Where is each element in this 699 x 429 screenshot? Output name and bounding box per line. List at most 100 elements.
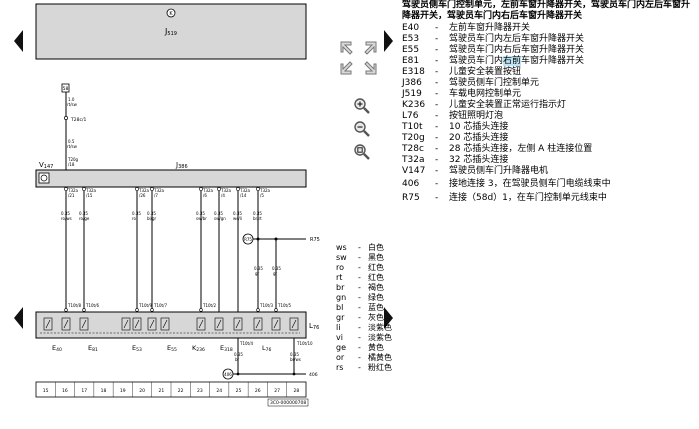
switch-symbol-2: [79, 317, 89, 331]
wire-gr-size: 0.35: [254, 266, 263, 271]
connector-t28c: T28c/1: [70, 117, 86, 123]
wire-color-1: ro/ge: [79, 216, 90, 221]
wire-size-4: 0.35: [196, 211, 205, 216]
pan-up-right-icon[interactable]: [360, 38, 380, 58]
legend-desc: 28 芯插头连接，左侧 A 柱连接位置: [449, 144, 593, 154]
doc-code: 3C0-000000708: [270, 400, 306, 406]
wire-gr2-color: gr: [273, 271, 278, 276]
prev-page-arrow-bottom-icon[interactable]: [14, 307, 23, 329]
color-dash: -: [358, 333, 361, 342]
connector-top-pin-5: /4: [221, 193, 225, 198]
color-key-row: gn-绿色: [336, 293, 392, 303]
legend-row-e81: E81-驾驶员车门内右前车窗升降器开关: [402, 56, 698, 67]
pan-up-left-icon[interactable]: [337, 38, 357, 58]
connector-top-pin-1: /15: [86, 193, 93, 198]
k-marker-icon: [166, 8, 176, 18]
fuse-wire-lower-size: 0.5: [68, 139, 75, 144]
wire-color-7: br/rt: [253, 216, 262, 221]
color-name: 淡紫色: [368, 333, 392, 342]
color-key-row: bl-蓝色: [336, 303, 392, 313]
prev-page-arrow-icon[interactable]: [14, 30, 23, 52]
highlighted-text[interactable]: 右前: [503, 56, 522, 66]
wire-size-1: 0.35: [79, 211, 88, 216]
legend-desc: 儿童安全装置按钮: [449, 67, 522, 77]
pan-down-right-icon[interactable]: [360, 58, 380, 78]
color-code: ro: [336, 263, 345, 272]
color-dash: -: [358, 323, 361, 332]
color-code: rs: [336, 363, 344, 372]
control-unit-j386: [35, 169, 307, 188]
legend-row-j386: J386-驾驶员侧车门控制单元: [402, 78, 698, 89]
color-key-row: ro-红色: [336, 263, 392, 273]
legend-row-e53: E53-驾驶员车门内左后车窗升降器开关: [402, 34, 698, 45]
connector-top-0: T32a: [67, 188, 79, 193]
legend-desc: 左前车窗升降器开关: [449, 23, 531, 33]
next-page-arrow-icon[interactable]: [384, 30, 393, 52]
color-code: bl: [336, 303, 344, 312]
color-key-row: ge-黄色: [336, 343, 392, 353]
color-key-row: or-橘黄色: [336, 353, 392, 363]
color-code: sw: [336, 253, 347, 262]
switch-symbol-0: [43, 317, 53, 331]
legend-desc: 驾驶员侧车门升降器电机: [449, 166, 549, 176]
legend-dash: -: [435, 111, 439, 121]
j519-label: J519: [164, 27, 177, 37]
ruler-cell-7: 22: [178, 388, 184, 394]
connector-top-pin-4: /6: [203, 193, 207, 198]
legend-panel: 驾驶员侧车门控制单元，左前车窗升降器开关，驾驶员车门内左后车窗升降器开关，驾驶员…: [336, 0, 698, 372]
legend-desc: 车载电网控制单元: [449, 89, 522, 99]
ruler-cell-8: 23: [197, 388, 203, 394]
legend-desc: 20 芯插头连接: [449, 133, 509, 143]
zoom-fit-icon[interactable]: [352, 142, 372, 162]
legend-code: V147: [402, 166, 426, 176]
legend-dash: -: [435, 144, 439, 154]
color-key-row: li-淡紫色: [336, 323, 392, 333]
j386-label: J386: [175, 161, 188, 170]
legend-dash: -: [435, 122, 439, 132]
color-dash: -: [358, 363, 361, 372]
legend-row-e318: E318-儿童安全装置按钮: [402, 67, 698, 78]
connector-top-5: T32a: [220, 188, 232, 193]
wire-size-6: 0.35: [233, 211, 242, 216]
wire-color-0: ro/ws: [61, 216, 72, 221]
legend-dash: -: [435, 100, 439, 110]
legend-code: T32a: [402, 155, 425, 165]
zoom-in-icon[interactable]: [352, 96, 372, 116]
legend-code: T10t: [402, 122, 423, 132]
legend-dash: -: [435, 133, 439, 143]
ruler-cell-2: 17: [81, 388, 87, 394]
connector-top-pin-7: /5: [260, 193, 264, 198]
color-code: gn: [336, 293, 347, 302]
wire-color-4: sw/br: [196, 216, 207, 221]
switch-symbol-7: [196, 317, 206, 331]
connector-bottom-5: T10t/3: [259, 303, 273, 308]
ruler-cell-10: 25: [236, 388, 242, 394]
color-code: ge: [336, 343, 346, 352]
connector-top-pin-6: /14: [240, 193, 247, 198]
v147-label: V147: [39, 161, 53, 170]
legend-dash: -: [435, 192, 439, 203]
color-code: gr: [336, 313, 345, 322]
component-label-3: E55: [167, 344, 177, 353]
legend-desc: 驾驶员车门内右后车窗升降器开关: [449, 45, 585, 55]
pan-down-left-icon[interactable]: [337, 58, 357, 78]
color-name: 粉红色: [368, 363, 392, 372]
legend-row-e40: E40-左前车窗升降器开关: [402, 23, 698, 34]
color-key-row: vi-淡紫色: [336, 333, 392, 343]
connector-top-3: T32a: [153, 188, 165, 193]
zoom-out-icon[interactable]: [352, 119, 372, 139]
connector-top-pin-0: /21: [68, 193, 75, 198]
legend-code: T28c: [402, 144, 424, 154]
wiring-diagram: K J519 58 1.0 rt/sw T28c/1 0.5 rt/sw T20…: [35, 3, 320, 407]
legend-code: L76: [402, 111, 419, 121]
color-dash: -: [358, 243, 361, 252]
wire-color-5: sw/gn: [214, 216, 226, 221]
legend-row-e55: E55-驾驶员车门内右后车窗升降器开关: [402, 45, 698, 56]
l76-side-label: L76: [309, 322, 319, 331]
lower-wire-2-color: br/ws: [290, 357, 301, 362]
wire-size-3: 0.35: [147, 211, 156, 216]
next-page-arrow-bottom-icon[interactable]: [384, 307, 393, 329]
connector-bottom-6: T10t/5: [277, 303, 291, 308]
legend-dash: -: [435, 178, 439, 189]
